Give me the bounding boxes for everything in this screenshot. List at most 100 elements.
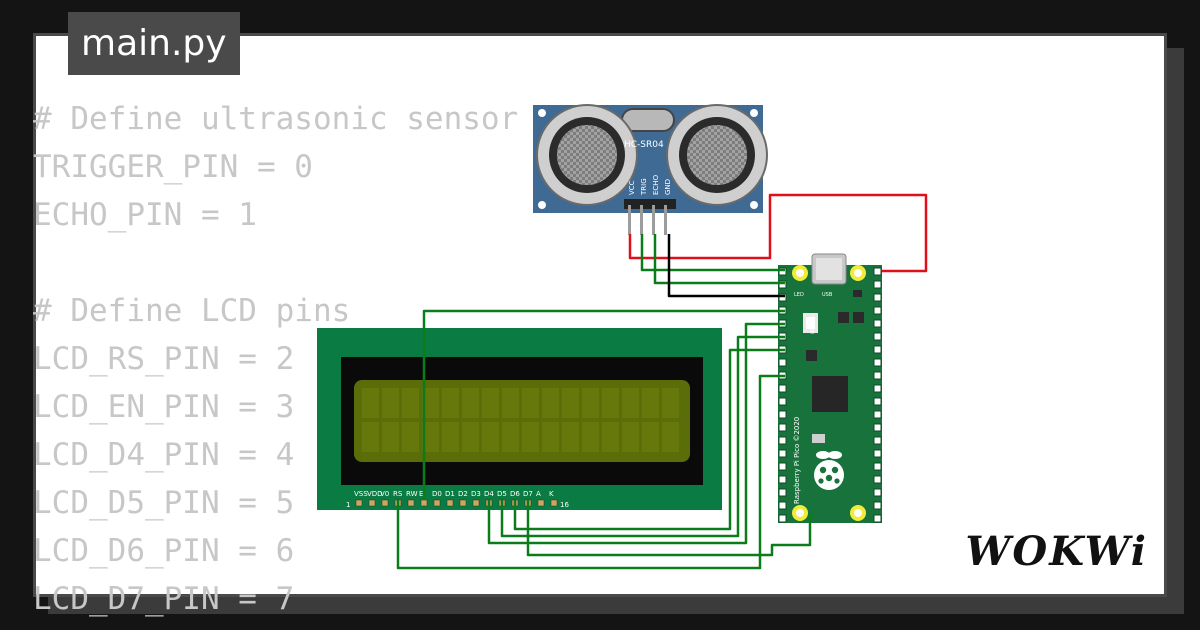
pico-pin[interactable] [778,436,787,445]
lcd-pin[interactable] [537,499,545,507]
lcd-character-cell [562,388,579,418]
lcd-pin[interactable] [381,499,389,507]
pico-pin[interactable] [778,267,787,276]
sensor-pin-vcc-label: VCC [628,180,636,195]
pico-pin[interactable] [873,488,882,497]
pico-pin[interactable] [778,462,787,471]
lcd-character-cell [402,388,419,418]
lcd-character-cell [522,422,539,452]
pico-pin[interactable] [873,410,882,419]
pico-pin[interactable] [778,423,787,432]
pico-pin[interactable] [778,449,787,458]
lcd-pin-label: K [549,490,554,498]
sensor-transducer-right [666,104,768,206]
lcd-character-cell [462,422,479,452]
lcd-character-cell [542,388,559,418]
code-line: LCD_RS_PIN = 2 [33,341,295,377]
lcd-pin-label: D3 [471,490,481,498]
pico-pin[interactable] [873,319,882,328]
wire-lcd-e[interactable] [422,309,785,500]
wire-lcd-d5[interactable] [500,335,785,538]
pico-pin[interactable] [873,423,882,432]
lcd-character-cell [382,422,399,452]
lcd-character-cell [662,422,679,452]
pico-pin[interactable] [873,293,882,302]
lcd-character-cell [582,388,599,418]
sensor-pin[interactable] [628,205,631,235]
pico-pin[interactable] [873,475,882,484]
lcd-pin[interactable] [433,499,441,507]
lcd-pin-label: VDD [367,490,383,498]
wire-lcd-rs[interactable] [396,374,785,570]
lcd-character-cell [642,422,659,452]
pico-pin[interactable] [873,462,882,471]
pico-pin[interactable] [873,306,882,315]
pico-pin[interactable] [778,397,787,406]
filename-tab[interactable]: main.py [68,12,240,75]
hc-sr04-sensor[interactable]: HC-SR04 VCC TRIG ECHO GND [533,104,768,235]
lcd-pin[interactable] [368,499,376,507]
pico-pin[interactable] [873,267,882,276]
lcd-character-cell [482,388,499,418]
wire-lcd-d6[interactable] [513,348,785,531]
lcd-character-cell [502,422,519,452]
lcd-character-cell [622,388,639,418]
pico-pin[interactable] [778,280,787,289]
lcd-character-cell [442,388,459,418]
lcd-pin[interactable] [355,499,363,507]
led-label: LED [794,292,804,298]
lcd-pin-label: D5 [497,490,507,498]
pico-pin[interactable] [778,410,787,419]
raspberry-pi-pico[interactable]: USB LED Raspberry Pi Pico ©2020 BOOTSEL [778,253,882,523]
lcd-pin[interactable] [420,499,428,507]
pico-pin[interactable] [873,384,882,393]
code-line: LCD_D6_PIN = 6 [33,533,295,569]
lcd-pin[interactable] [407,499,415,507]
wire-lcd-d7[interactable] [526,500,812,557]
pico-pin[interactable] [778,501,787,510]
wire-echo-green[interactable] [653,234,785,285]
pico-pin[interactable] [778,293,787,302]
pico-pin[interactable] [778,384,787,393]
lcd-pin-label: E [419,490,423,498]
lcd-pin-label: A [536,490,541,498]
pico-board-label: Raspberry Pi Pico ©2020 [793,417,801,504]
pico-pin[interactable] [873,397,882,406]
lcd-pin[interactable] [550,499,558,507]
sensor-pin-gnd-label: GND [664,179,672,195]
wire-vcc-red[interactable] [628,193,928,273]
sensor-pin[interactable] [664,205,667,235]
sensor-pin[interactable] [652,205,655,235]
pico-pin[interactable] [778,514,787,523]
pico-pin[interactable] [873,371,882,380]
pico-pin[interactable] [778,475,787,484]
pico-pin[interactable] [873,332,882,341]
pico-pin[interactable] [778,358,787,367]
lcd-character-cell [522,388,539,418]
usb-label: USB [822,292,833,298]
wokwi-logo[interactable]: WOKWi [965,528,1148,575]
sensor-pin[interactable] [640,205,643,235]
pico-pin[interactable] [873,280,882,289]
pico-pin[interactable] [778,488,787,497]
lcd-character-cell [422,422,439,452]
lcd-pin[interactable] [459,499,467,507]
pico-pin[interactable] [873,358,882,367]
lcd-pin-label: V0 [380,490,389,498]
sensor-model-label: HC-SR04 [624,140,664,150]
lcd-character-cell [622,422,639,452]
raspberry-logo-icon [814,451,844,490]
pico-pin[interactable] [873,345,882,354]
pico-pin[interactable] [873,436,882,445]
lcd-pin-label: D4 [484,490,494,498]
lcd-character-cell [642,388,659,418]
lcd-pin[interactable] [446,499,454,507]
pico-pin[interactable] [873,449,882,458]
lcd-pin[interactable] [472,499,480,507]
wire-gnd-black[interactable] [667,234,785,298]
wire-lcd-d4[interactable] [487,322,785,545]
pico-pin[interactable] [873,514,882,523]
pico-pin[interactable] [873,501,882,510]
wire-trig-green[interactable] [640,234,785,272]
